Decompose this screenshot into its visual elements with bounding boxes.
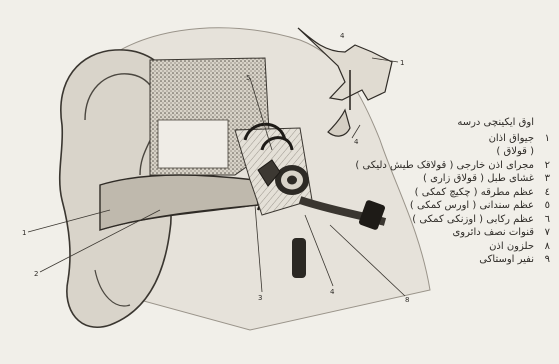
legend-item-label: قنوات نصف دائروی bbox=[452, 226, 534, 240]
label-tube: 8 bbox=[405, 296, 409, 304]
label-pinna: 1 bbox=[22, 229, 26, 237]
legend-item-label: جیواق اذان bbox=[489, 132, 534, 146]
bone-cavity bbox=[158, 120, 228, 168]
legend-item-number: ٤ bbox=[534, 186, 550, 200]
legend-item-label: عظم مطرقه ( چکیچ کمکی ) bbox=[415, 186, 534, 200]
label-cochlea: 5 bbox=[246, 74, 250, 82]
legend-item-label: مجرای اذن خارجی ( قولاقک طیش دلیکی ) bbox=[355, 159, 534, 173]
legend-item-label: نفیر اوستاکی bbox=[479, 253, 534, 267]
legend-item-number: ٨ bbox=[534, 240, 550, 254]
legend-item: ( قولاق ) bbox=[390, 145, 550, 159]
legend-item-number: ٩ bbox=[534, 253, 550, 267]
label-canal: 2 bbox=[34, 270, 38, 278]
legend-title: اوق ایکینچی درسه bbox=[390, 116, 534, 130]
label-inset-a: 1 bbox=[400, 59, 404, 67]
legend-item-number: ٣ bbox=[534, 172, 550, 186]
legend-item-number: ٢ bbox=[534, 159, 550, 173]
label-inset-b: 4 bbox=[354, 138, 359, 146]
legend-item-label: ( قولاق ) bbox=[496, 145, 534, 159]
label-eardrum: 3 bbox=[258, 294, 262, 302]
legend-item-number: ٧ bbox=[534, 226, 550, 240]
legend-item-number: ٥ bbox=[534, 199, 550, 213]
tube-lower bbox=[292, 238, 306, 278]
legend-item-number: ٦ bbox=[534, 213, 550, 227]
label-ossicles: 4 bbox=[330, 288, 335, 296]
legend-item-label: غشای طبل ( قولاق زاری ) bbox=[423, 172, 534, 186]
legend-item-label: عظم رکابی ( اوزنکی کمکی ) bbox=[412, 213, 534, 227]
legend-item-label: عظم سندانی ( اورس کمکی ) bbox=[410, 199, 534, 213]
legend-item-label: حلزون اذن bbox=[489, 240, 534, 254]
legend-item-number: ١ bbox=[534, 132, 550, 146]
label-inset-c: 4 bbox=[340, 32, 345, 40]
